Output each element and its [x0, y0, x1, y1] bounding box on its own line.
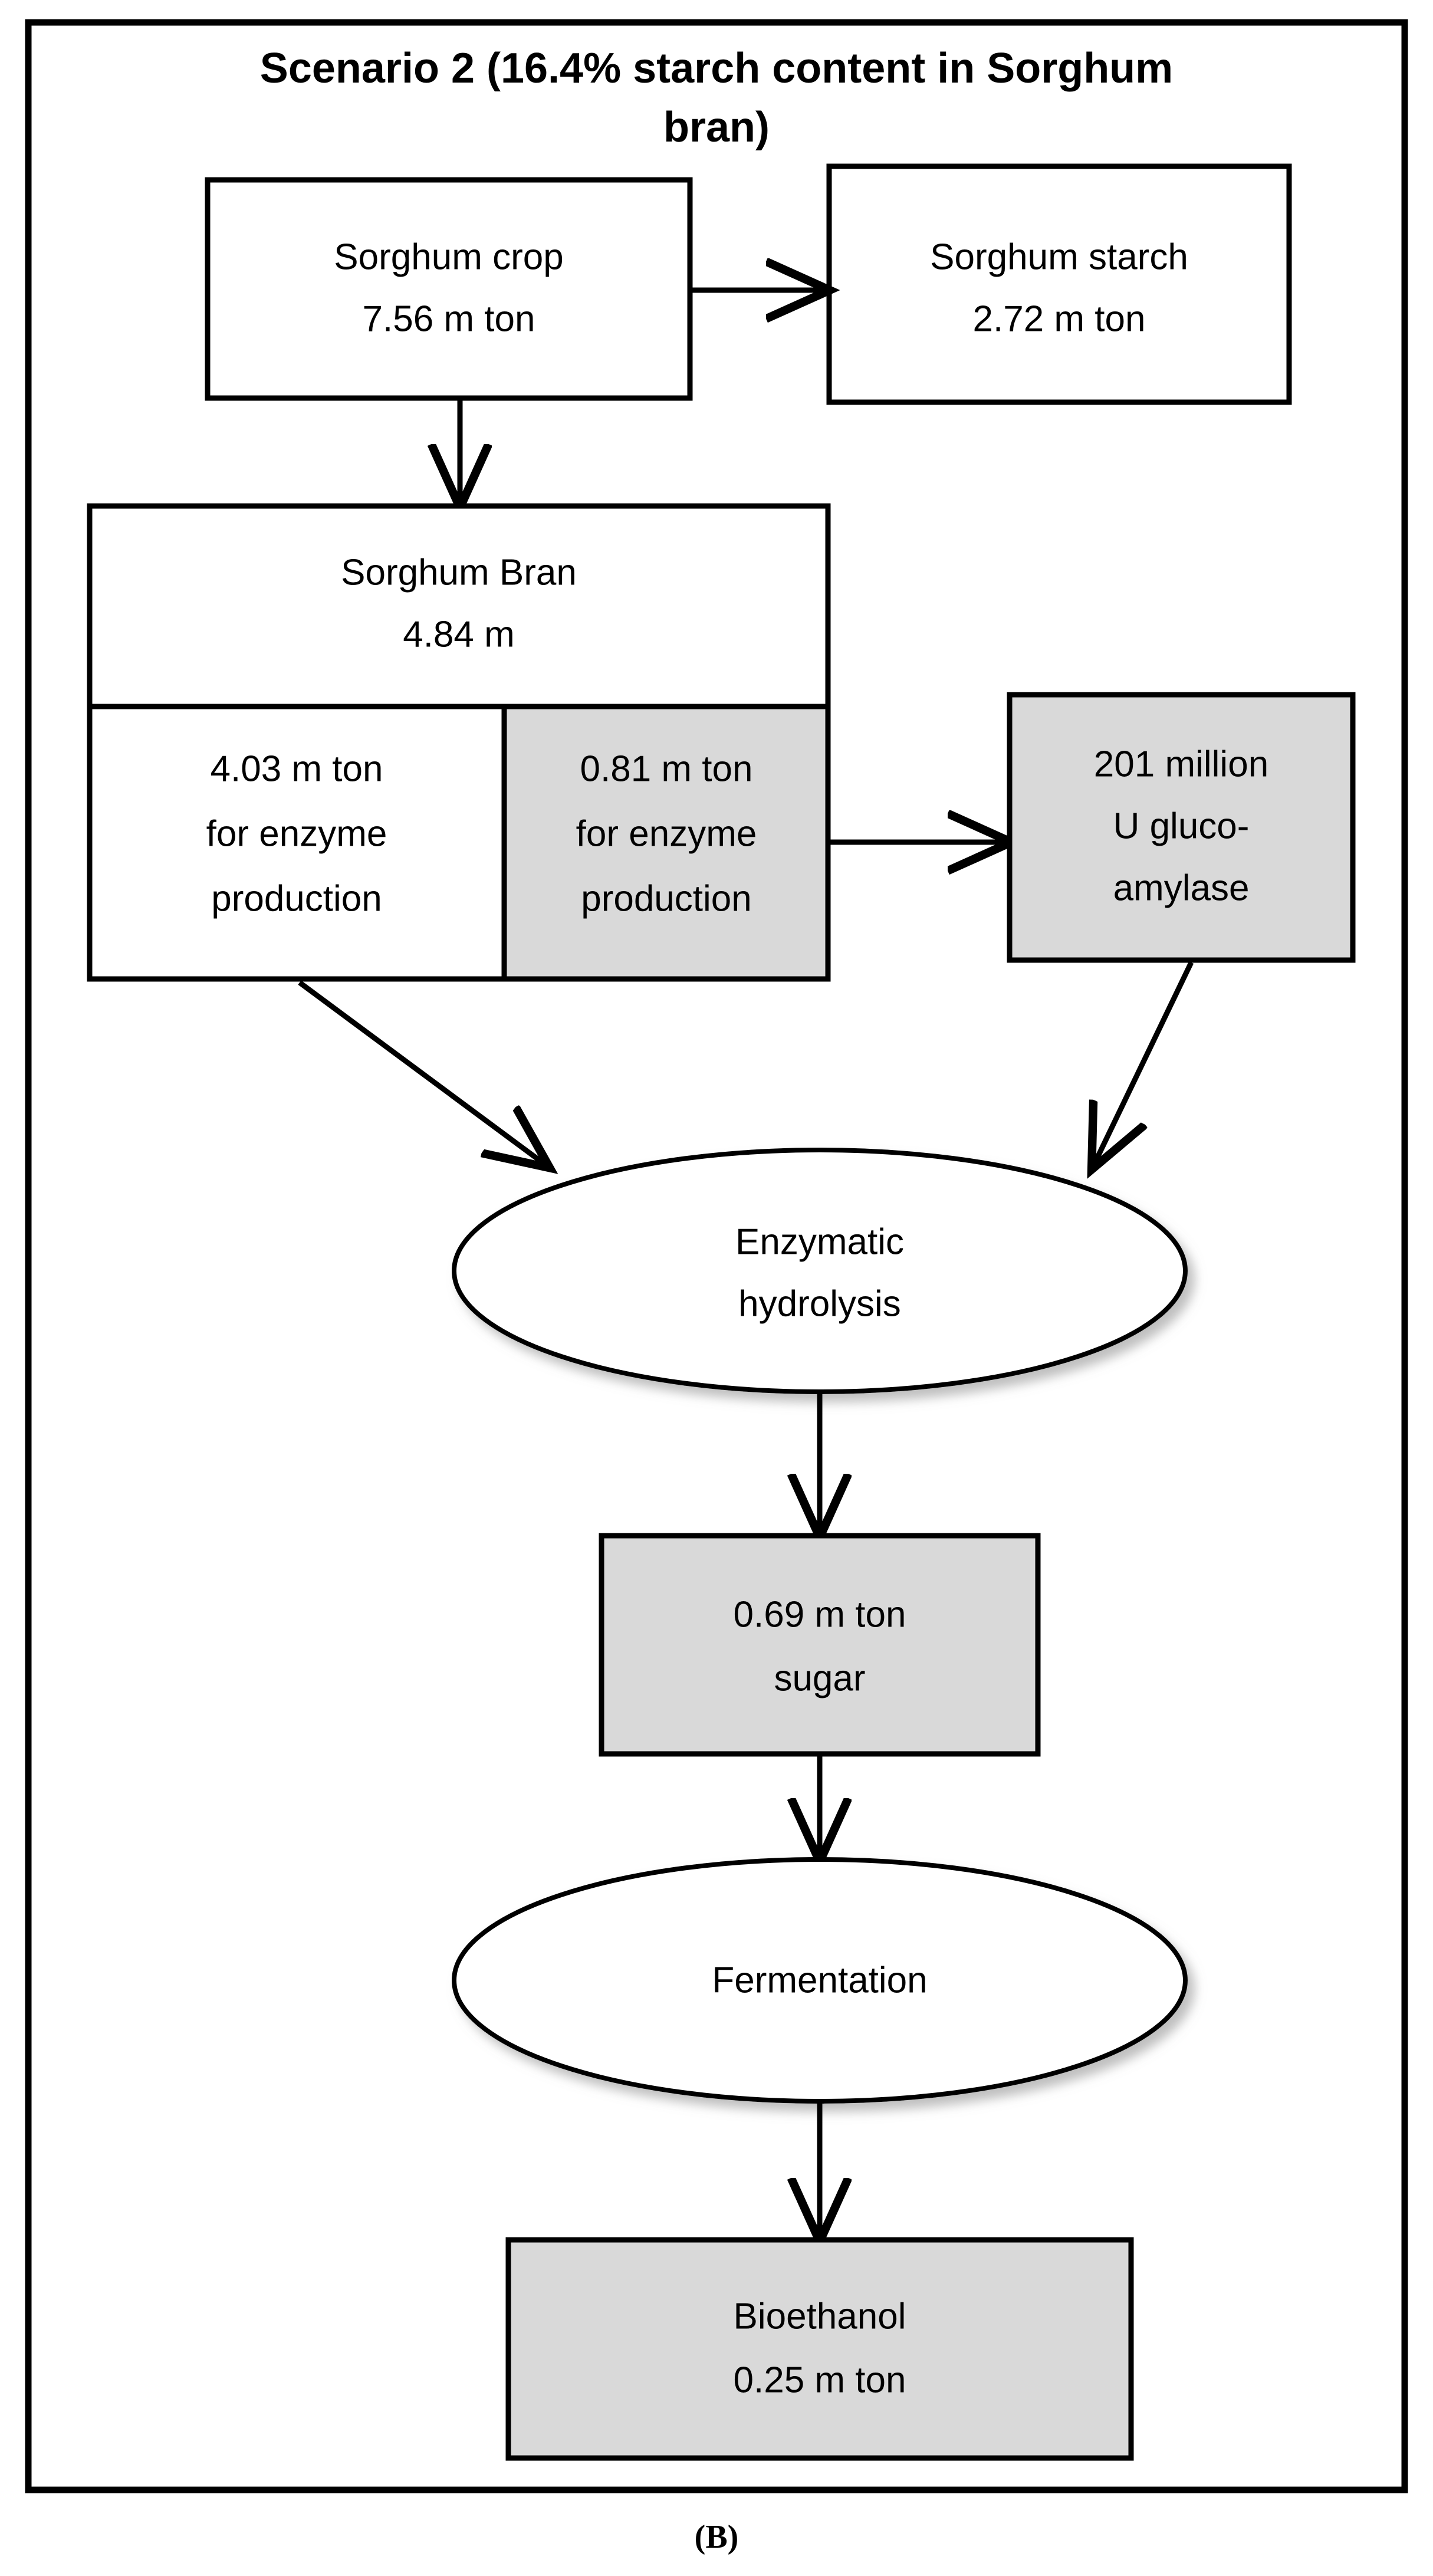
enzymatic-hydrolysis-line1: Enzymatic [735, 1221, 904, 1262]
bran-split-left-line2: for enzyme [206, 813, 387, 854]
bioethanol-line2: 0.25 m ton [734, 2360, 906, 2400]
sorghum-bran-top-rect [87, 503, 831, 709]
figure-caption: (B) [695, 2519, 739, 2555]
bioethanol-line1: Bioethanol [733, 2296, 906, 2337]
sorghum-crop-label-line1: Sorghum crop [334, 236, 563, 277]
glucoamylase-line3: amylase [1113, 868, 1250, 908]
bran-split-right-line1: 0.81 m ton [580, 748, 753, 789]
bran-split-right-line3: production [581, 878, 752, 919]
node-enzymatic-hydrolysis[interactable]: Enzymatic hydrolysis [452, 1148, 1188, 1394]
bran-split-right-line2: for enzyme [576, 813, 757, 854]
bran-split-left-line3: production [211, 878, 382, 919]
fermentation-line1: Fermentation [712, 1960, 927, 2000]
sugar-line1: 0.69 m ton [734, 1594, 906, 1635]
node-sorghum-bran[interactable]: Sorghum Bran 4.84 m 4.03 m ton for enzym… [87, 503, 831, 982]
sorghum-starch-label-line2: 2.72 m ton [973, 298, 1146, 339]
node-fermentation[interactable]: Fermentation [452, 1857, 1188, 2104]
sugar-line2: sugar [774, 1658, 865, 1698]
sorghum-starch-rect [826, 163, 1292, 405]
edge-bran-to-hydrolysis [298, 980, 545, 1165]
node-sorghum-crop[interactable]: Sorghum crop 7.56 m ton [205, 177, 693, 401]
fermentation-ellipse [452, 1857, 1188, 2104]
bran-split-left-rect [87, 704, 507, 982]
bran-split-left-line1: 4.03 m ton [211, 748, 383, 789]
node-bioethanol[interactable]: Bioethanol 0.25 m ton [505, 2237, 1134, 2461]
figure-title-line2: bran) [663, 104, 770, 151]
sorghum-crop-rect [205, 177, 693, 401]
sorghum-bran-label-line1: Sorghum Bran [341, 552, 577, 593]
node-sorghum-starch[interactable]: Sorghum starch 2.72 m ton [826, 163, 1292, 405]
glucoamylase-rect [1007, 692, 1356, 963]
node-sugar[interactable]: 0.69 m ton sugar [599, 1533, 1041, 1757]
figure-title-line1: Scenario 2 (16.4% starch content in Sorg… [260, 45, 1173, 92]
node-glucoamylase[interactable]: 201 million U gluco- amylase [1007, 692, 1356, 963]
figure-border [25, 19, 1408, 2493]
edge-glucoamylase-to-hydrolysis [1094, 961, 1194, 1165]
node-bran-split-right[interactable]: 0.81 m ton for enzyme production [501, 704, 831, 982]
node-bran-split-left[interactable]: 4.03 m ton for enzyme production [87, 704, 507, 982]
bioethanol-rect [505, 2237, 1134, 2461]
sorghum-bran-label-line2: 4.84 m [403, 614, 515, 655]
glucoamylase-line2: U gluco- [1113, 806, 1250, 846]
sugar-rect [599, 1533, 1041, 1757]
enzymatic-hydrolysis-ellipse [452, 1148, 1188, 1394]
glucoamylase-line1: 201 million [1094, 744, 1268, 784]
enzymatic-hydrolysis-line2: hydrolysis [738, 1283, 901, 1324]
sorghum-starch-label-line1: Sorghum starch [930, 236, 1188, 277]
sorghum-crop-label-line2: 7.56 m ton [363, 298, 535, 339]
